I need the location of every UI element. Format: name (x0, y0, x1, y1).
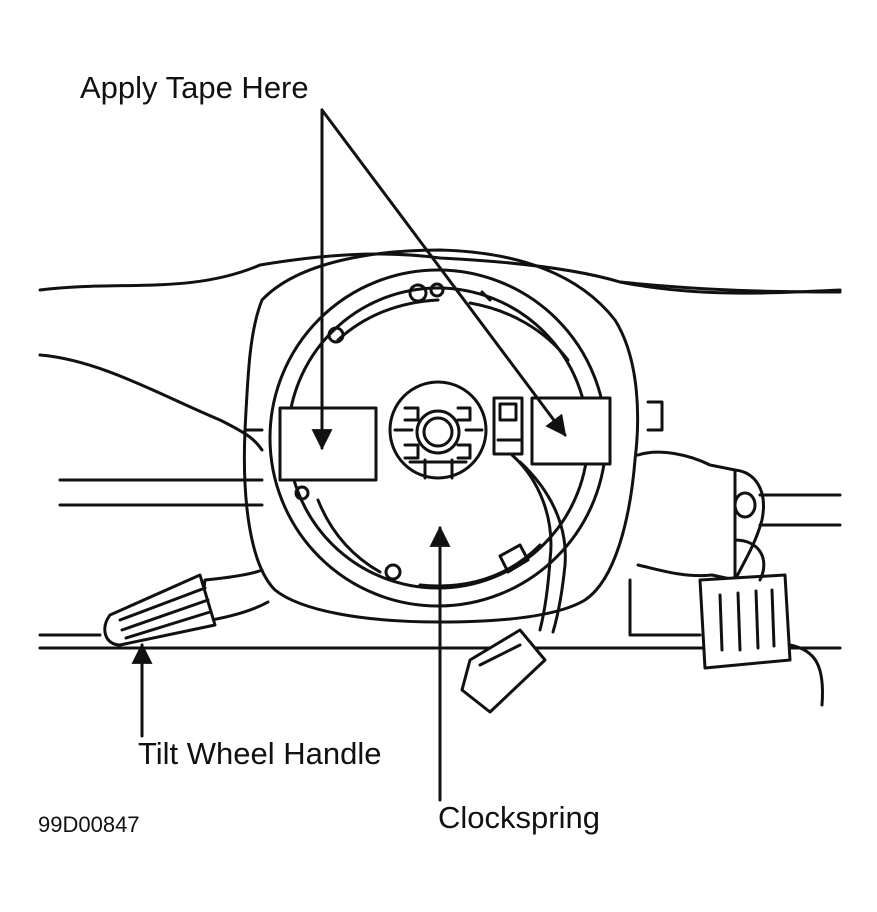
tilt-wheel-handle (103, 568, 270, 647)
label-tilt-wheel-handle: Tilt Wheel Handle (138, 736, 382, 771)
center-hub (388, 380, 488, 480)
label-clockspring: Clockspring (438, 800, 600, 835)
tape-strip-left (278, 406, 378, 482)
label-apply-tape-here: Apply Tape Here (80, 70, 309, 105)
dashboard-panel (38, 252, 842, 707)
figure-code: 99D00847 (38, 812, 140, 837)
arrow-tape-right (320, 108, 567, 437)
connector-wire (460, 396, 567, 714)
ignition-switch (636, 450, 792, 670)
clockspring-assembly (268, 268, 608, 608)
column-housing (242, 248, 664, 624)
